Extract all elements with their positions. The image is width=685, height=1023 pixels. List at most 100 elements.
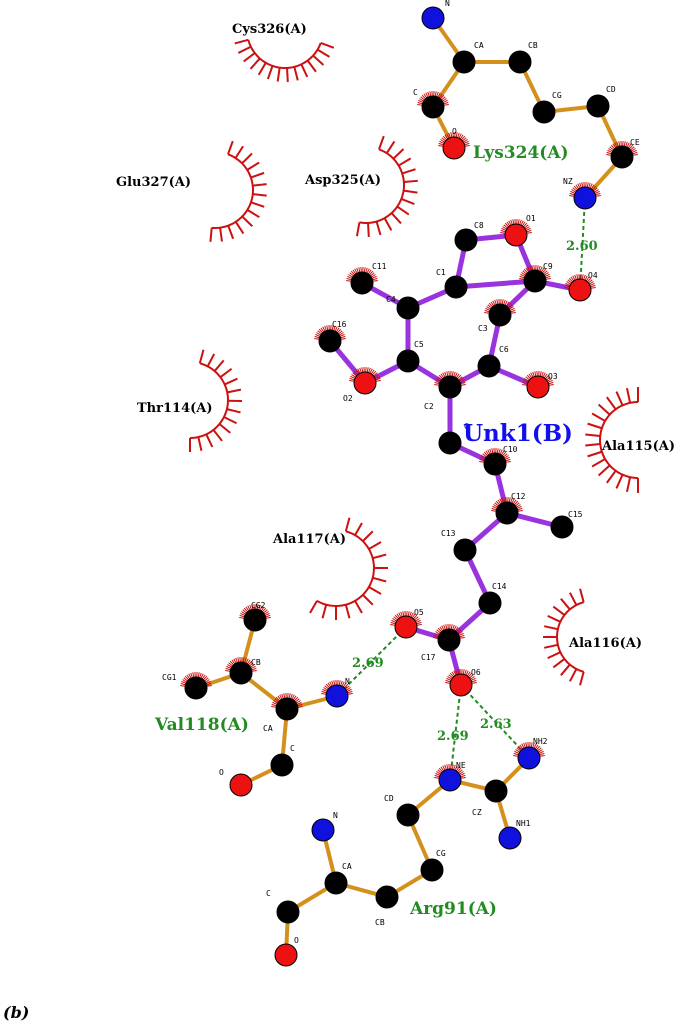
atom-contact-spike bbox=[583, 274, 586, 280]
hydrophobic-arc bbox=[209, 140, 267, 242]
atom-contact-spike bbox=[459, 379, 465, 383]
arc-spoke bbox=[234, 221, 245, 235]
atom-contact-spike bbox=[349, 377, 355, 381]
hbond-distance-label: 2.69 bbox=[437, 729, 469, 744]
atom-contact-spike bbox=[366, 367, 369, 373]
atom-c bbox=[550, 515, 574, 539]
atom-o bbox=[526, 375, 550, 399]
atom-contact-spike bbox=[455, 766, 460, 772]
atom-contact-spike bbox=[461, 135, 466, 141]
arc-spoke bbox=[300, 63, 309, 78]
atom-contact-spike bbox=[248, 660, 253, 666]
atom-contact-spike bbox=[453, 371, 456, 377]
atom-contact-spike bbox=[240, 612, 246, 616]
atom-contact-spike bbox=[321, 693, 327, 695]
atom-contact-spike bbox=[434, 91, 437, 97]
atom-contact-spike bbox=[523, 742, 526, 748]
atom-c bbox=[421, 95, 445, 119]
atom-contact-spike bbox=[570, 190, 576, 194]
atom-contact-spike bbox=[256, 604, 259, 610]
atom-contact-spike bbox=[470, 677, 476, 681]
atom-contact-spike bbox=[543, 373, 548, 379]
hydrophobic-residue-label: Cys326(A) bbox=[232, 22, 307, 37]
atom-label: CG bbox=[436, 849, 446, 858]
atom-contact-spike bbox=[321, 690, 327, 694]
atom-contact-spike bbox=[564, 284, 570, 288]
atom-label: CB bbox=[528, 41, 538, 50]
atom-contact-spike bbox=[437, 376, 442, 381]
atom-contact-spike bbox=[532, 371, 535, 377]
atom-contact-spike bbox=[259, 605, 263, 611]
atom-o bbox=[442, 136, 466, 160]
atom-o bbox=[274, 943, 298, 967]
atom-label: C bbox=[290, 744, 295, 753]
arc-spoke bbox=[246, 209, 260, 219]
atom-contact-spike bbox=[590, 284, 596, 288]
atom-n bbox=[311, 818, 335, 842]
atom-contact-spike bbox=[488, 302, 493, 308]
atom-contact-spike bbox=[541, 371, 544, 377]
atom-contact-spike bbox=[371, 275, 377, 279]
atom-contact-spike bbox=[589, 183, 593, 189]
atom-contact-spike bbox=[492, 300, 496, 306]
arc-spoke bbox=[552, 658, 566, 669]
atom-contact-spike bbox=[457, 132, 460, 138]
atom-contact-spike bbox=[440, 373, 445, 379]
atom-label: C8 bbox=[474, 221, 484, 230]
atom-contact-spike bbox=[490, 301, 495, 307]
atom-contact-spike bbox=[435, 772, 441, 776]
atom-contact-spike bbox=[390, 624, 396, 626]
atom-contact-spike bbox=[442, 135, 447, 141]
atom-c bbox=[508, 50, 532, 74]
atom-contact-spike bbox=[203, 675, 208, 681]
atom-contact-spike bbox=[249, 662, 254, 667]
atom-contact-spike bbox=[442, 99, 448, 103]
atom-contact-spike bbox=[436, 91, 439, 97]
atom-contact-spike bbox=[290, 693, 293, 699]
arc-spoke bbox=[227, 140, 234, 155]
atom-contact-spike bbox=[538, 749, 543, 753]
atom-label: CZ bbox=[472, 808, 482, 817]
arc-spoke bbox=[400, 198, 415, 206]
atom-contact-spike bbox=[614, 142, 618, 148]
arc-spoke bbox=[543, 625, 559, 631]
atom-contact-spike bbox=[453, 625, 457, 631]
atom-contact-spike bbox=[439, 140, 445, 144]
atom-contact-spike bbox=[358, 267, 361, 273]
atom-contact-spike bbox=[469, 674, 474, 679]
atom-contact-spike bbox=[542, 372, 546, 378]
atom-c bbox=[275, 697, 299, 721]
atom-contact-spike bbox=[459, 637, 465, 639]
atom-label: C bbox=[413, 88, 418, 97]
arc-spoke bbox=[543, 643, 559, 649]
atom-contact-spike bbox=[206, 685, 212, 687]
atom-contact-spike bbox=[520, 220, 524, 226]
atom-c bbox=[444, 275, 468, 299]
atom-contact-spike bbox=[338, 680, 341, 686]
atom-label: C bbox=[266, 889, 271, 898]
atom-contact-spike bbox=[450, 132, 453, 138]
atom-contact-spike bbox=[346, 280, 352, 282]
arc-spoke bbox=[317, 48, 331, 58]
atom-label: C1 bbox=[436, 268, 446, 277]
atom-c bbox=[243, 608, 267, 632]
arc-spoke bbox=[234, 38, 249, 45]
atom-contact-spike bbox=[513, 755, 519, 757]
atom-contact-spike bbox=[459, 771, 464, 775]
atom-contact-spike bbox=[522, 381, 528, 385]
atom-contact-spike bbox=[363, 267, 366, 273]
atom-contact-spike bbox=[421, 94, 426, 100]
atom-contact-spike bbox=[590, 184, 595, 190]
atom-contact-spike bbox=[445, 679, 451, 683]
atom-contact-spike bbox=[438, 767, 443, 773]
atom-label: NE bbox=[456, 761, 466, 770]
arc-spoke bbox=[587, 422, 603, 430]
atom-contact-spike bbox=[521, 272, 526, 276]
atom-contact-spike bbox=[228, 662, 233, 667]
atom-contact-spike bbox=[632, 151, 638, 155]
atom-contact-spike bbox=[516, 747, 521, 752]
atom-contact-spike bbox=[627, 143, 632, 149]
atom-contact-spike bbox=[631, 148, 636, 152]
arc-spoke bbox=[213, 359, 225, 372]
atom-label: C12 bbox=[511, 492, 526, 501]
